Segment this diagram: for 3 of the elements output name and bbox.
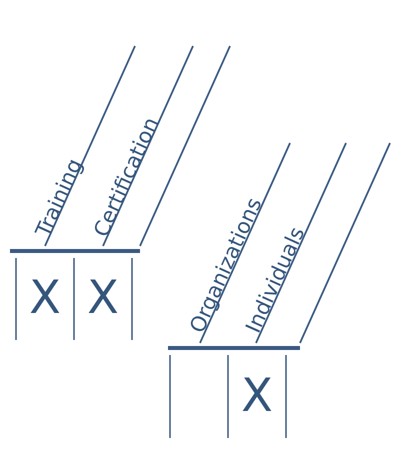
cell-mark: X xyxy=(241,372,273,418)
cell-mark: X xyxy=(87,274,119,320)
cell-mark: X xyxy=(29,274,61,320)
